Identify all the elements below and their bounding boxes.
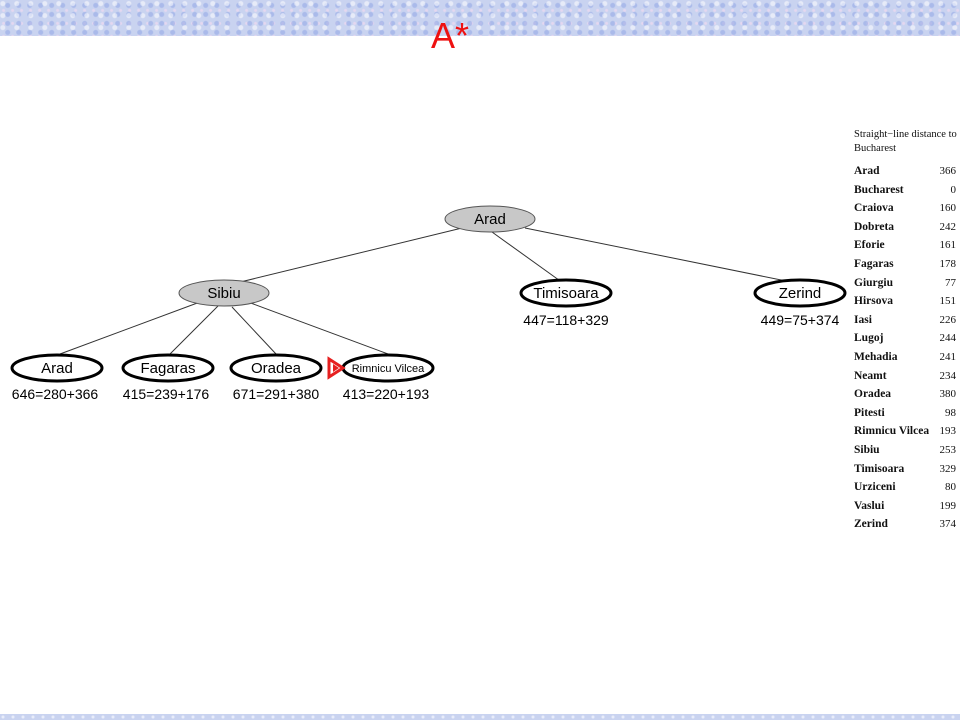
table-row: Rimnicu Vilcea 193 — [854, 422, 958, 441]
tree-node-oradea: Oradea 671=291+380 — [229, 353, 323, 402]
edge-arad-sibiu — [227, 227, 463, 286]
city-distance: 80 — [945, 481, 956, 494]
table-row: Vaslui 199 — [854, 497, 958, 516]
tree-node-timisoara: Timisoara 447=118+329 — [519, 278, 613, 328]
node-label: Sibiu — [207, 285, 240, 302]
city-name: Lugoj — [854, 332, 884, 345]
city-distance: 234 — [939, 369, 957, 382]
next-expansion-arrow-icon — [327, 356, 346, 380]
node-f-value: 413=220+193 — [343, 386, 430, 402]
table-row: Bucharest 0 — [854, 181, 958, 200]
city-name: Craiova — [854, 202, 894, 215]
tree-node-arad-leaf: Arad 646=280+366 — [10, 353, 104, 402]
city-name: Neamt — [854, 369, 887, 382]
tree-node-arad-root: Arad — [444, 205, 536, 233]
edge-sibiu-fagaras — [169, 305, 219, 355]
city-distance: 160 — [939, 202, 957, 215]
city-distance: 151 — [939, 295, 957, 308]
tree-node-fagaras: Fagaras 415=239+176 — [121, 353, 215, 402]
node-f-value: 671=291+380 — [233, 386, 320, 402]
heuristic-table: Straight−line distance to Bucharest Arad… — [854, 128, 958, 534]
city-name: Rimnicu Vilcea — [854, 425, 930, 438]
city-name: Vaslui — [854, 499, 885, 512]
top-decorative-band — [0, 0, 960, 36]
table-row: Dobreta 242 — [854, 218, 958, 237]
table-row: Arad 366 — [854, 162, 958, 181]
city-name: Urziceni — [854, 481, 896, 494]
city-name: Bucharest — [854, 183, 904, 196]
table-row: Craiova 160 — [854, 199, 958, 218]
node-f-value: 447=118+329 — [523, 312, 609, 328]
node-label: Arad — [41, 360, 73, 377]
city-name: Pitesti — [854, 406, 885, 419]
table-row: Giurgiu 77 — [854, 274, 958, 293]
node-label: Arad — [474, 211, 506, 228]
table-row: Lugoj 244 — [854, 329, 958, 348]
table-row: Timisoara 329 — [854, 460, 958, 479]
city-distance: 374 — [939, 518, 957, 531]
city-name: Zerind — [854, 518, 888, 531]
city-name: Giurgiu — [854, 276, 893, 289]
node-f-value: 415=239+176 — [123, 386, 210, 402]
table-row: Urziceni 80 — [854, 478, 958, 497]
city-distance: 77 — [945, 276, 956, 289]
table-row: Eforie 161 — [854, 236, 958, 255]
edge-sibiu-arad — [59, 301, 201, 355]
city-distance: 366 — [939, 165, 957, 177]
city-distance: 226 — [939, 313, 957, 326]
edge-arad-zerind — [524, 227, 797, 284]
edge-sibiu-rimnicu — [247, 301, 389, 355]
city-distance: 244 — [939, 332, 957, 345]
city-name: Timisoara — [854, 462, 905, 475]
city-distance: 253 — [939, 443, 957, 456]
edge-sibiu-oradea — [231, 306, 277, 355]
city-name: Arad — [854, 165, 880, 177]
table-row: Fagaras 178 — [854, 255, 958, 274]
table-row: Zerind 374 — [854, 515, 958, 534]
city-distance: 241 — [939, 350, 957, 363]
city-distance: 161 — [939, 239, 957, 252]
bottom-decorative-band — [0, 714, 960, 720]
table-row: Neamt 234 — [854, 367, 958, 386]
node-label: Zerind — [779, 285, 822, 302]
tree-node-sibiu: Sibiu — [178, 279, 270, 307]
table-row: Iasi 226 — [854, 311, 958, 330]
tree-edges — [59, 227, 797, 355]
city-distance: 199 — [939, 499, 957, 512]
table-row: Hirsova 151 — [854, 292, 958, 311]
node-label: Timisoara — [533, 285, 599, 302]
city-distance: 98 — [945, 406, 956, 419]
city-distance: 380 — [939, 388, 957, 401]
city-name: Mehadia — [854, 350, 898, 363]
city-distance: 178 — [939, 257, 957, 270]
tree-node-rimnicu-vilcea: Rimnicu Vilcea 413=220+193 — [341, 353, 435, 402]
city-name: Eforie — [854, 239, 885, 252]
slide-title: A* — [430, 15, 470, 56]
node-label: Rimnicu Vilcea — [352, 363, 425, 375]
heuristic-table-header: Straight−line distance to Bucharest — [854, 129, 957, 154]
city-name: Oradea — [854, 388, 892, 401]
node-f-value: 646=280+366 — [12, 386, 99, 402]
node-f-value: 449=75+374 — [761, 312, 840, 328]
city-name: Sibiu — [854, 443, 880, 456]
city-distance: 0 — [950, 183, 957, 196]
city-distance: 193 — [939, 425, 957, 438]
tree-node-zerind: Zerind 449=75+374 — [753, 278, 847, 328]
table-row: Sibiu 253 — [854, 441, 958, 460]
city-name: Hirsova — [854, 295, 893, 308]
edge-arad-timisoara — [491, 231, 564, 284]
city-name: Dobreta — [854, 220, 895, 233]
city-distance: 242 — [939, 220, 957, 233]
table-row: Mehadia 241 — [854, 348, 958, 367]
city-distance: 329 — [939, 462, 957, 475]
node-label: Fagaras — [140, 360, 195, 377]
city-name: Fagaras — [854, 257, 894, 270]
node-label: Oradea — [251, 360, 302, 377]
city-name: Iasi — [854, 313, 872, 326]
table-row: Oradea 380 — [854, 385, 958, 404]
table-row: Pitesti 98 — [854, 404, 958, 423]
